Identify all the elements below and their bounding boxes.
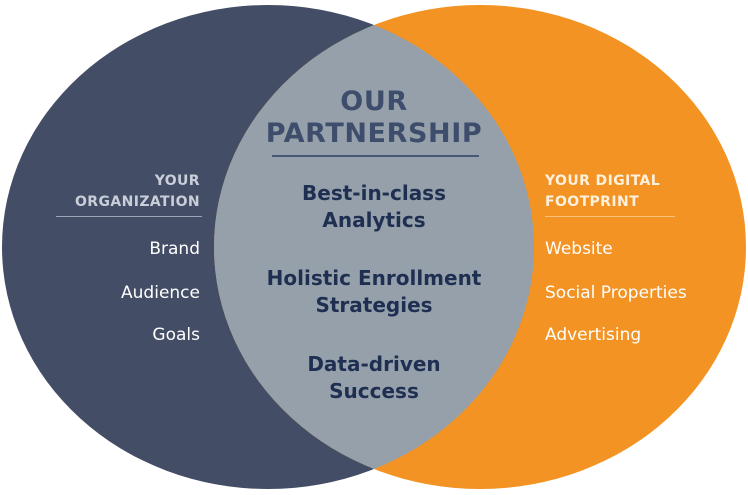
right-heading: YOUR DIGITAL FOOTPRINT: [545, 171, 660, 213]
left-heading: YOUR ORGANIZATION: [75, 171, 200, 213]
right-heading-line2: FOOTPRINT: [545, 194, 640, 210]
right-item-advertising: Advertising: [545, 325, 642, 345]
center-item-success-line1: Data-driven: [307, 352, 441, 376]
center-item-analytics-line2: Analytics: [322, 208, 426, 232]
left-item-audience: Audience: [121, 283, 200, 303]
left-item-goals: Goals: [152, 325, 200, 345]
center-title-line2: PARTNERSHIP: [265, 118, 483, 149]
center-item-enrollment-line2: Strategies: [315, 293, 433, 317]
right-heading-line1: YOUR DIGITAL: [545, 173, 661, 189]
right-heading-divider: [545, 216, 675, 217]
center-item-enrollment-line1: Holistic Enrollment: [266, 266, 482, 290]
center-title-line1: OUR: [340, 86, 408, 117]
right-item-social-properties: Social Properties: [545, 283, 687, 303]
left-heading-line2: ORGANIZATION: [74, 194, 200, 210]
right-item-website: Website: [545, 239, 613, 259]
center-title-divider: [272, 155, 479, 157]
center-item-success-line2: Success: [329, 379, 419, 403]
left-heading-divider: [56, 216, 202, 217]
center-item-analytics-line1: Best-in-class: [302, 181, 446, 205]
left-heading-line1: YOUR: [154, 173, 200, 189]
left-item-brand: Brand: [149, 239, 200, 259]
overlap-region: [214, 5, 534, 489]
